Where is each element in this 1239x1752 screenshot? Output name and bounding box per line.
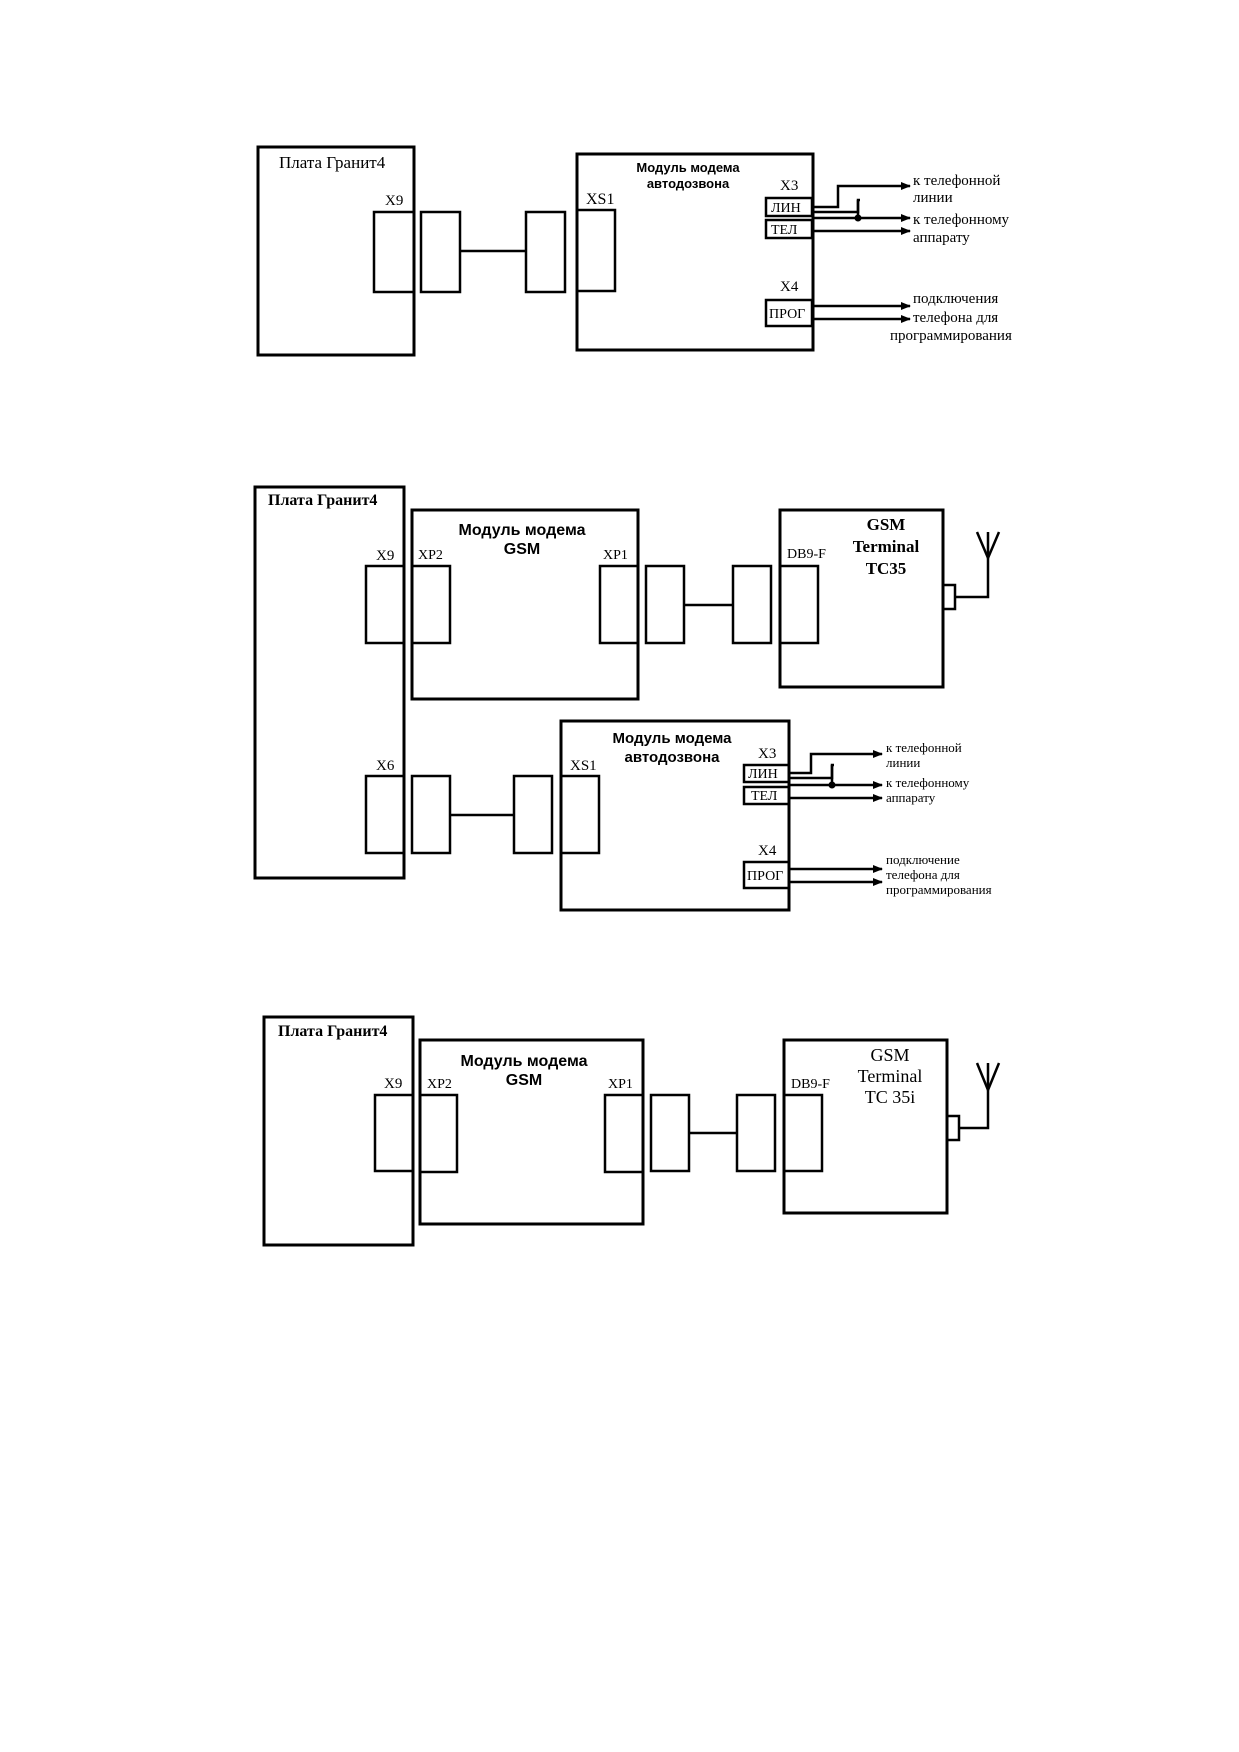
xp1-connector <box>598 564 640 645</box>
modem-title-line1: Модуль модема <box>613 730 733 747</box>
board-connector-x6 <box>364 774 406 855</box>
db9-connector <box>782 1093 824 1173</box>
board-connector-label: X9 <box>384 1076 402 1092</box>
tel-port <box>742 785 791 806</box>
board-connector-x9 <box>372 210 416 294</box>
prog-port <box>764 298 814 328</box>
line-wire-top <box>789 750 883 775</box>
line-wire-top <box>812 182 911 209</box>
cable-plug-right <box>524 210 567 294</box>
out-phone-label-1: к телефонному <box>913 212 1010 228</box>
tel-label: ТЕЛ <box>771 223 798 238</box>
diagram-2: Плата Гранит4 X9 X6 Модуль модема GSM XP… <box>253 485 1001 912</box>
cable-plug-left-2 <box>410 774 452 855</box>
xp1-label: XP1 <box>608 1077 633 1092</box>
out-prog-label-2: телефона для <box>886 867 960 882</box>
prog-label: ПРОГ <box>747 869 783 884</box>
prog-port <box>742 860 791 890</box>
board-connector-x9 <box>364 564 406 645</box>
cable-plug-left <box>649 1093 691 1173</box>
x4-label: X4 <box>780 279 799 295</box>
terminal-title-line2: Terminal <box>853 537 920 556</box>
out-prog-label-1: подключения <box>913 291 998 307</box>
modem-title-line1: Модуль модема <box>636 160 740 175</box>
cable-plug-left <box>644 564 686 645</box>
out-prog-label-2: телефона для <box>913 310 998 326</box>
modem-connector-label: XS1 <box>586 191 614 208</box>
lin-label: ЛИН <box>771 201 801 216</box>
modem-connector-xs1 <box>575 208 617 293</box>
cable-plug-right <box>735 1093 777 1173</box>
cable-plug-right <box>731 564 773 645</box>
terminal-title-line1: GSM <box>867 515 906 534</box>
out-phone-label-2: аппарату <box>886 790 936 805</box>
xp2-connector <box>410 564 452 645</box>
out-phone-label-1: к телефонному <box>886 775 970 790</box>
board-title: Плата Гранит4 <box>268 492 377 509</box>
out-line-label-2: линии <box>913 190 953 206</box>
antenna-icon <box>945 1062 1001 1142</box>
xp1-label: XP1 <box>603 548 628 563</box>
terminal-title-line3: TC 35i <box>865 1087 916 1107</box>
out-line-label-1: к телефонной <box>913 173 1000 189</box>
x3-label: X3 <box>780 178 798 194</box>
gsm-modem-title-line1: Модуль модема <box>461 1053 588 1070</box>
board-granit4 <box>253 485 406 880</box>
modem-title-line2: автодозвона <box>647 176 730 191</box>
xp2-label: XP2 <box>418 548 443 563</box>
gsm-modem-title-line1: Модуль модема <box>459 522 586 539</box>
cable-plug-right-2 <box>512 774 554 855</box>
db9-label: DB9-F <box>787 547 826 562</box>
x4-label: X4 <box>758 843 777 859</box>
diagram-3: Плата Гранит4 X9 Модуль модема GSM XP2 X… <box>262 1015 1001 1247</box>
modem-connector-label: XS1 <box>570 758 597 774</box>
board-connector-x9-label: X9 <box>376 548 394 564</box>
tel-label: ТЕЛ <box>751 789 778 804</box>
out-line-label-2: линии <box>886 755 920 770</box>
out-prog-label-1: подключение <box>886 852 960 867</box>
antenna-icon <box>941 531 1001 611</box>
xp2-connector <box>418 1093 459 1174</box>
board-title: Плата Гранит4 <box>279 153 386 172</box>
out-prog-label-3: программирования <box>886 882 992 897</box>
db9-label: DB9-F <box>791 1077 830 1092</box>
out-prog-label-3: программирования <box>890 328 1012 344</box>
diagram-1: Плата Гранит4 X9 Модуль модема автодозво… <box>256 145 1012 357</box>
xp2-label: XP2 <box>427 1077 452 1092</box>
cable-plug-left <box>419 210 462 294</box>
gsm-modem-title-line2: GSM <box>506 1072 542 1089</box>
x3-label: X3 <box>758 746 776 762</box>
modem-connector-xs1 <box>559 774 601 855</box>
board-granit4 <box>262 1015 415 1247</box>
board-connector-x9 <box>373 1093 415 1173</box>
board-connector-x6-label: X6 <box>376 758 395 774</box>
db9-connector <box>778 564 820 645</box>
gsm-modem-title-line2: GSM <box>504 541 540 558</box>
out-line-label-1: к телефонной <box>886 740 962 755</box>
board-connector-label: X9 <box>385 193 403 209</box>
out-phone-label-2: аппарату <box>913 230 970 246</box>
tel-port <box>764 218 814 240</box>
terminal-title-line3: TC35 <box>866 559 907 578</box>
board-title: Плата Гранит4 <box>278 1023 387 1040</box>
board-granit4 <box>256 145 416 357</box>
terminal-title-line2: Terminal <box>858 1066 923 1086</box>
xp1-connector <box>603 1093 645 1174</box>
prog-label: ПРОГ <box>769 307 805 322</box>
terminal-title-line1: GSM <box>870 1045 909 1065</box>
lin-label: ЛИН <box>748 767 778 782</box>
modem-title-line2: автодозвона <box>624 749 720 766</box>
